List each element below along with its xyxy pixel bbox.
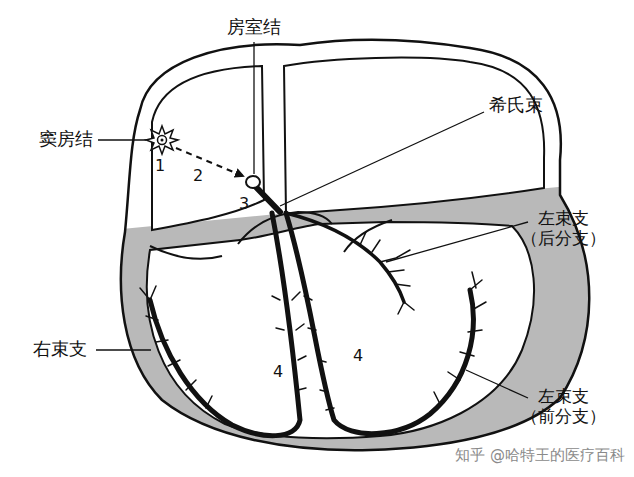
callout-number: 4 xyxy=(353,346,363,365)
callout-number: 3 xyxy=(239,194,249,213)
structure-label: 窦房结 xyxy=(39,128,93,150)
callout-number: 2 xyxy=(193,166,203,185)
watermark: 知乎 @哈特王的医疗百科 xyxy=(452,446,628,464)
heart-outline xyxy=(90,40,610,477)
sa-node xyxy=(146,126,178,154)
structure-label: 左束支 （后分支） xyxy=(521,208,606,249)
structure-label: 房室结 xyxy=(227,16,281,38)
chambers xyxy=(147,58,544,439)
conduction-system xyxy=(140,186,486,436)
structure-label: 左束支 （前分支） xyxy=(521,386,606,427)
impulse-arrow xyxy=(176,148,243,176)
structure-label: 希氏束 xyxy=(489,94,543,116)
structure-label: 右束支 xyxy=(33,338,87,360)
leader-lines xyxy=(96,42,528,398)
callout-number: 4 xyxy=(273,362,283,381)
av-node xyxy=(246,176,260,188)
callout-number: 1 xyxy=(155,156,165,175)
